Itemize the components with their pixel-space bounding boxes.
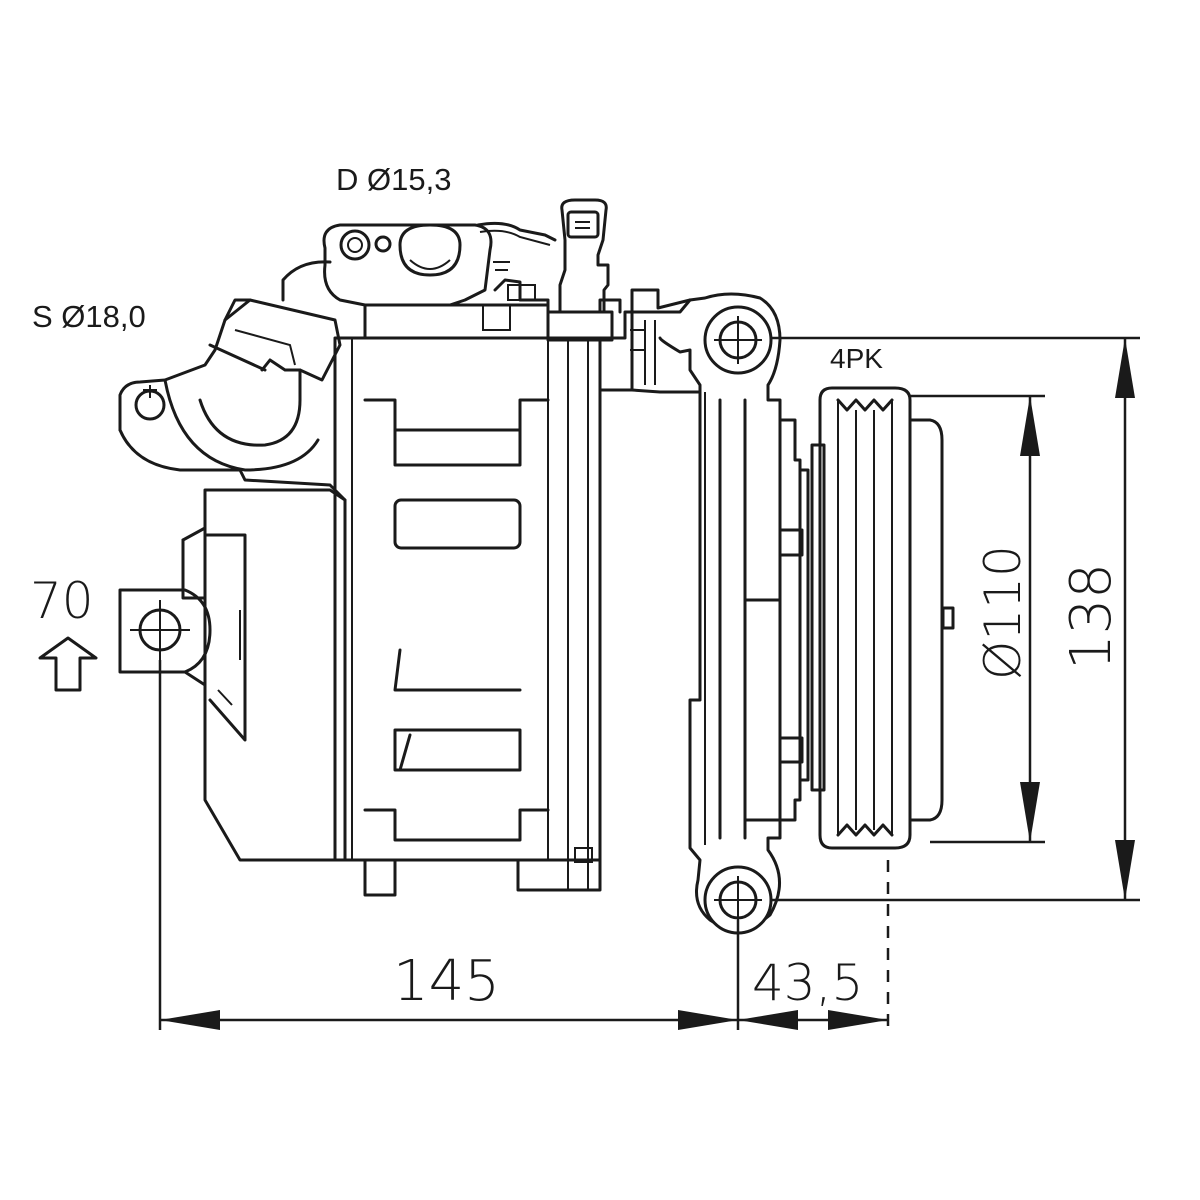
dimension-lines [38,336,1140,1030]
total-height-label: 138 [1059,563,1124,670]
belt-type-label: 4PK [830,343,883,374]
pulley [818,386,955,850]
suction-fitting [118,260,347,502]
body-length-label: 145 [393,949,500,1014]
clutch-length-label: 43,5 [752,954,863,1012]
discharge-port-label: D Ø15,3 [336,162,451,197]
suction-port-label: S Ø18,0 [32,299,146,334]
pulley-diameter-label: Ø110 [974,545,1032,680]
mount-offset-label: 70 [30,572,94,630]
electrical-connector [546,198,622,342]
compressor-body [181,303,602,897]
discharge-fitting [322,221,557,307]
front-housing [598,288,826,935]
